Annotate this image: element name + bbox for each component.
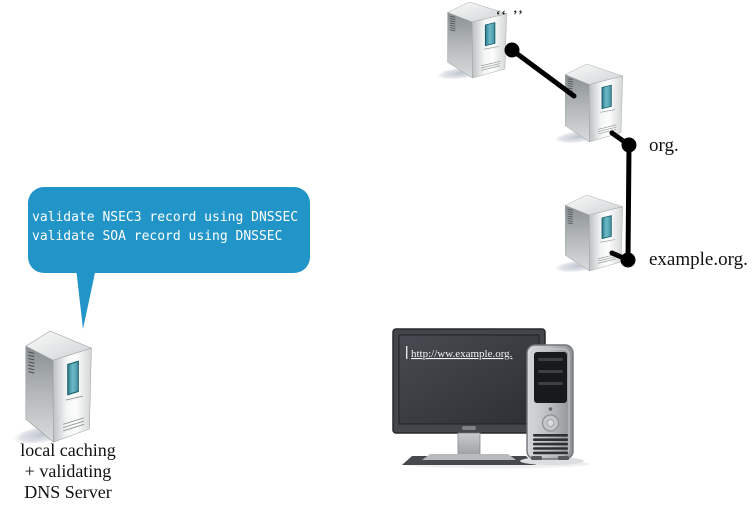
tower-vents: [533, 434, 568, 455]
client-computer: http://ww.example.org.: [392, 328, 590, 469]
example-org-zone-label: example.org.: [649, 249, 748, 270]
speech-bubble: validate NSEC3 record using DNSSEC valid…: [28, 187, 310, 273]
drive-bay-panel: [534, 352, 567, 403]
resolver-caption-line-2: + validating: [24, 461, 112, 481]
monitor: http://ww.example.org.: [392, 328, 546, 465]
speech-bubble-tail: [76, 268, 96, 329]
bubble-line-2: validate SOA record using DNSSEC: [32, 229, 283, 244]
text-cursor: [406, 346, 408, 359]
resolver-caption-line-3: DNS Server: [24, 482, 112, 502]
org-zone-label: org.: [649, 135, 679, 156]
bubble-line-1: validate NSEC3 record using DNSSEC: [32, 210, 299, 225]
connector-root-to-org: [509, 47, 577, 99]
monitor-logo: [462, 426, 476, 430]
tower-pc: [520, 344, 584, 465]
resolver-caption: local caching + validating DNS Server: [2, 440, 134, 503]
root-zone-label: ‘‘ ’’: [496, 7, 525, 22]
connector-org-to-example: [625, 142, 632, 263]
power-led: [548, 407, 553, 411]
resolver-caption-line-1: local caching: [20, 440, 116, 460]
root-delegation-dot: [504, 42, 520, 58]
org-delegation-dot: [621, 137, 637, 153]
browser-url-text: http://ww.example.org.: [411, 348, 513, 360]
example-org-delegation-dot: [620, 252, 636, 268]
